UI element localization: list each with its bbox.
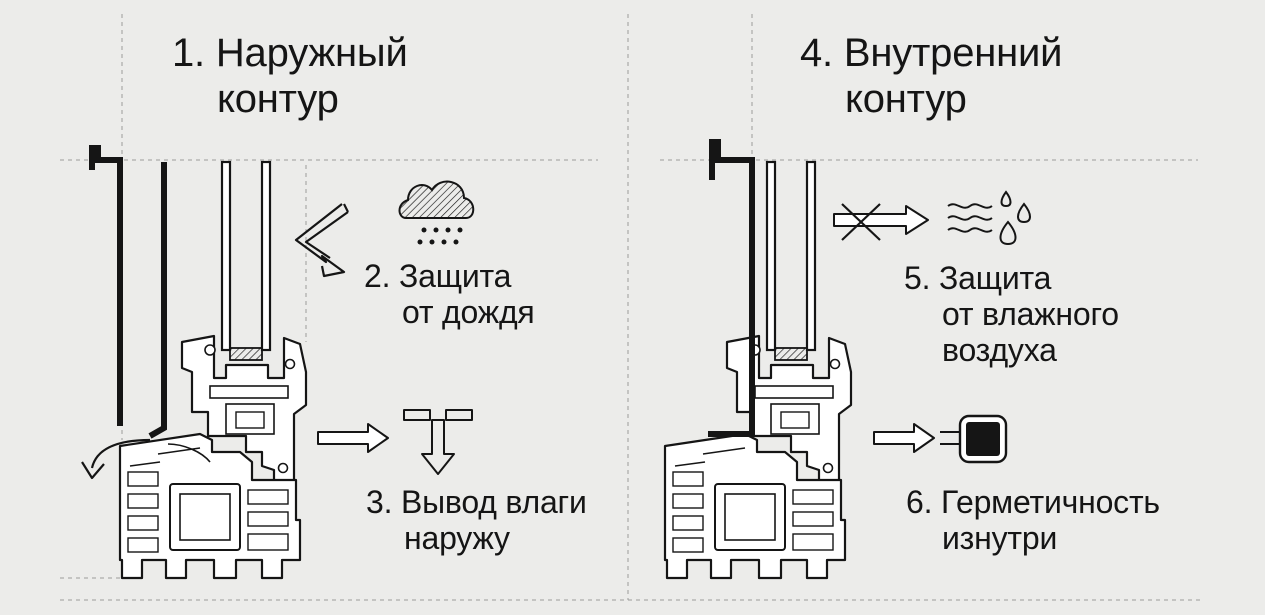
callout-inner-sealing: 6. Герметичность изнутри (906, 484, 1160, 556)
humid-air-icon (947, 190, 1031, 246)
seal-square-icon (940, 414, 1008, 464)
left-profile-section (81, 145, 308, 580)
drain-arrow (317, 423, 389, 453)
right-inner-seal (708, 139, 755, 437)
title-outer-contour: 1. Наружный контур (172, 31, 408, 121)
drain-down-icon (403, 409, 473, 475)
rain-cloud-icon (398, 180, 475, 245)
right-profile-section (663, 160, 853, 580)
callout-moisture-drain: 3. Вывод влаги наружу (366, 484, 587, 556)
callout-humid-air-protection: 5. Защита от влажного воздуха (904, 260, 1119, 368)
callout-rain-protection: 2. Защита от дождя (364, 258, 535, 330)
rain-deflect-arrow (294, 203, 349, 278)
title-inner-contour: 4. Внутренний контур (800, 31, 1063, 121)
seal-arrow (873, 423, 935, 453)
blocked-air-arrow (833, 203, 929, 241)
